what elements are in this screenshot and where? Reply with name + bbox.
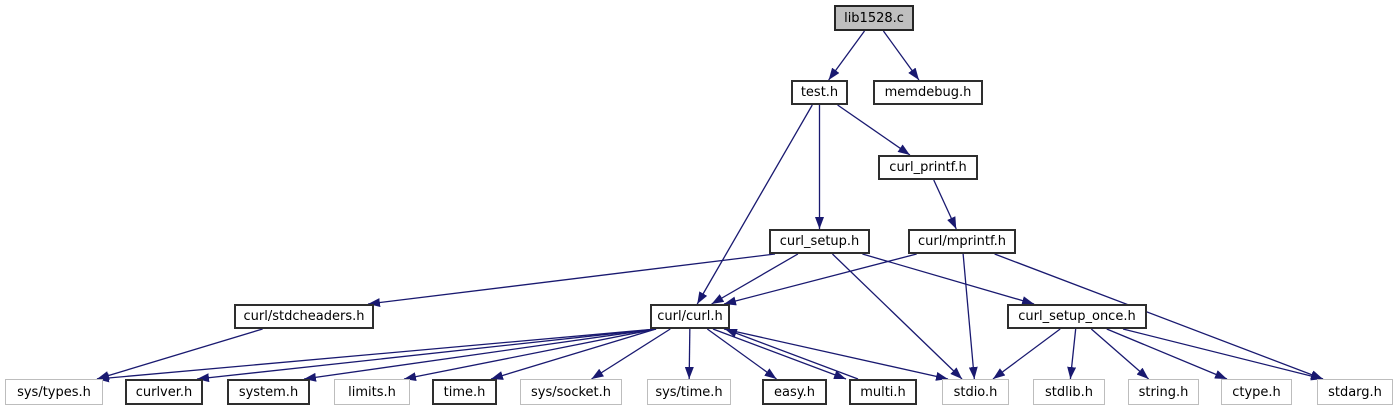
- edge-curl-setup-once-h-to-ctype-h: [1106, 328, 1228, 380]
- graph-node-sys-time-h: sys/time.h: [647, 379, 731, 405]
- graph-node-sys-socket-h: sys/socket.h: [520, 379, 622, 405]
- edge-curl-curl-h-to-sys-time-h: [684, 328, 694, 380]
- graph-node-stdio-h: stdio.h: [942, 379, 1009, 405]
- graph-node-lib1528-c: lib1528.c: [834, 5, 914, 31]
- graph-node-time-h[interactable]: time.h: [432, 379, 497, 405]
- edge-curl-curl-h-to-multi-h: [712, 328, 847, 380]
- edge-curl-setup-h-to-stdio-h: [832, 253, 963, 380]
- edge-curl-mprintf-h-to-stdio-h: [962, 253, 978, 380]
- graph-node-curl-mprintf-h[interactable]: curl/mprintf.h: [908, 229, 1016, 254]
- edge-multi-h-to-curl-curl-h: [724, 328, 859, 380]
- edge-lib1528-c-to-test-h: [828, 30, 866, 81]
- graph-node-memdebug-h[interactable]: memdebug.h: [873, 80, 983, 105]
- graph-node-curl-printf-h[interactable]: curl_printf.h: [878, 155, 978, 180]
- edge-curl-curl-h-to-easy-h: [706, 328, 777, 380]
- edge-curl-stdcheaders-h-to-sys-types-h: [96, 328, 263, 380]
- edge-curl-setup-h-to-curl-stdcheaders-h: [367, 253, 776, 308]
- edge-curl-setup-once-h-to-stdlib-h: [1067, 328, 1077, 380]
- graph-node-easy-h[interactable]: easy.h: [762, 379, 827, 405]
- graph-node-string-h: string.h: [1128, 379, 1199, 405]
- graph-node-curl-setup-once-h[interactable]: curl_setup_once.h: [1007, 304, 1147, 329]
- graph-node-limits-h: limits.h: [334, 379, 410, 405]
- edge-curl-setup-h-to-curl-setup-once-h: [862, 253, 1035, 305]
- graph-node-ctype-h: ctype.h: [1221, 379, 1292, 405]
- edge-test-h-to-curl-curl-h: [696, 104, 813, 305]
- edge-curl-curl-h-to-sys-socket-h: [591, 328, 671, 380]
- edge-curl-curl-h-to-limits-h: [403, 328, 657, 382]
- edge-curl-curl-h-to-stdio-h: [723, 328, 949, 381]
- edge-curl-setup-once-h-to-string-h: [1090, 328, 1150, 380]
- edge-test-h-to-curl-printf-h: [837, 104, 911, 156]
- graph-node-curl-curl-h[interactable]: curl/curl.h: [650, 304, 730, 329]
- graph-node-stdlib-h: stdlib.h: [1033, 379, 1105, 405]
- graph-node-test-h[interactable]: test.h: [791, 80, 848, 105]
- graph-node-stdarg-h: stdarg.h: [1317, 379, 1393, 405]
- graph-node-curl-stdcheaders-h[interactable]: curl/stdcheaders.h: [234, 304, 374, 329]
- graph-node-system-h[interactable]: system.h: [227, 379, 310, 405]
- edge-curl-curl-h-to-curlver-h: [196, 328, 657, 383]
- edge-curl-setup-h-to-curl-curl-h: [711, 253, 799, 305]
- edge-curl-mprintf-h-to-curl-curl-h: [723, 253, 917, 306]
- graph-node-sys-types-h: sys/types.h: [5, 379, 103, 405]
- edge-curl-printf-h-to-curl-mprintf-h: [933, 179, 957, 230]
- edge-curl-curl-h-to-system-h: [303, 328, 657, 382]
- edge-lib1528-c-to-memdebug-h: [882, 30, 920, 81]
- edge-curl-curl-h-to-sys-types-h: [96, 328, 657, 383]
- graph-node-curl-setup-h[interactable]: curl_setup.h: [769, 229, 870, 254]
- edge-curl-setup-once-h-to-stdio-h: [992, 328, 1061, 380]
- edge-curl-setup-once-h-to-stdarg-h: [1122, 328, 1324, 381]
- graph-node-multi-h[interactable]: multi.h: [849, 379, 917, 405]
- graph-node-curlver-h[interactable]: curlver.h: [125, 379, 203, 405]
- edge-curl-curl-h-to-time-h: [490, 328, 657, 380]
